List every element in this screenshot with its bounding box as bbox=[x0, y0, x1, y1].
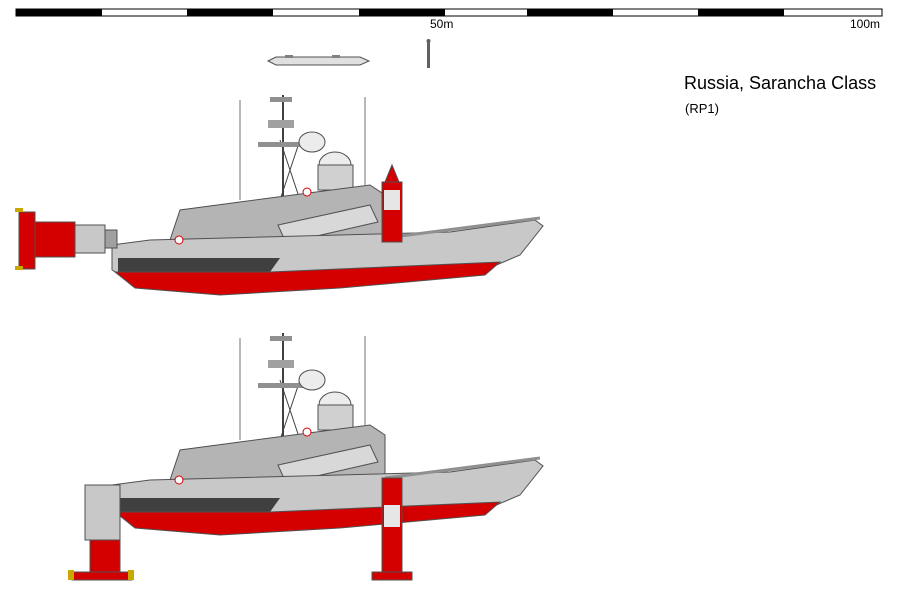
radome-2 bbox=[298, 369, 326, 391]
aft-foil-strut bbox=[68, 484, 134, 581]
lattice-mast-2 bbox=[258, 333, 303, 441]
forward-foil-strut bbox=[371, 477, 413, 581]
scale-label-50m: 50m bbox=[430, 17, 454, 31]
radome bbox=[298, 131, 326, 153]
lattice-mast bbox=[258, 95, 303, 201]
ship-class-subtitle: (RP1) bbox=[685, 101, 719, 116]
missile-icon bbox=[266, 55, 371, 66]
scale-bar-segments bbox=[15, 8, 883, 17]
red-foil-strut bbox=[381, 163, 403, 243]
ship-hullborne bbox=[15, 95, 544, 296]
human-figure-icon bbox=[426, 39, 431, 68]
ship-class-title: Russia, Sarancha Class bbox=[684, 73, 877, 93]
scale-label-100m: 100m bbox=[850, 17, 881, 31]
ship-foilborne bbox=[68, 333, 544, 581]
stern-foil bbox=[15, 208, 118, 270]
